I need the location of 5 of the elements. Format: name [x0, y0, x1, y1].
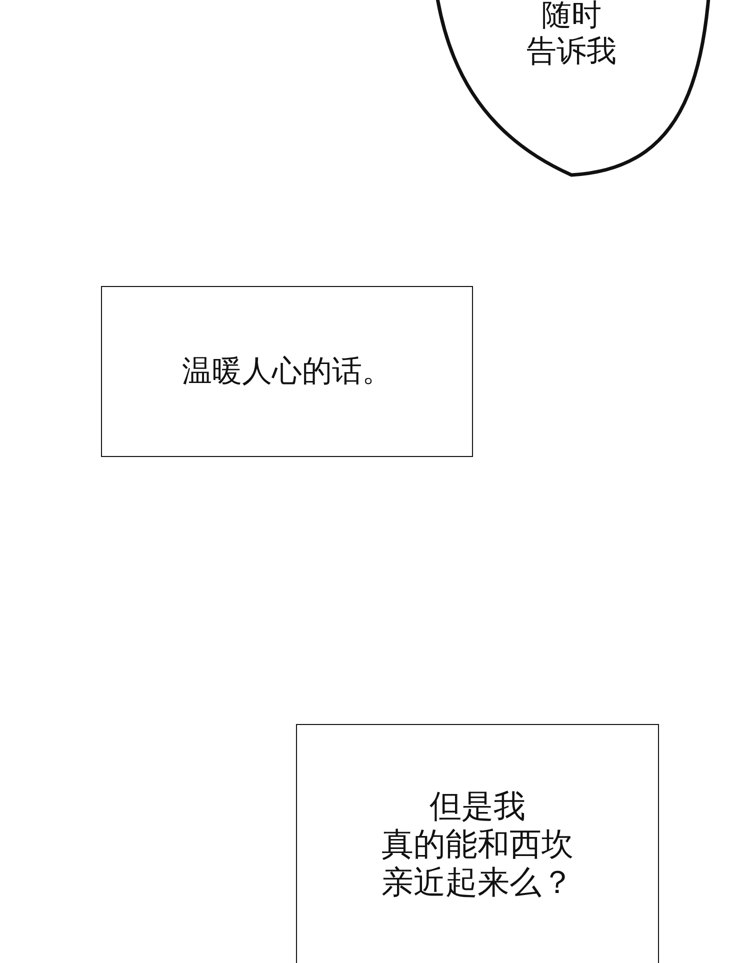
caption-text: 但是我真的能和西坎亲近起来么？ [382, 787, 574, 901]
caption-text: 温暖人心的话。 [182, 354, 392, 390]
caption-box [101, 286, 473, 457]
speech-text: 随时告诉我 [526, 0, 616, 70]
caption-box [296, 724, 659, 963]
